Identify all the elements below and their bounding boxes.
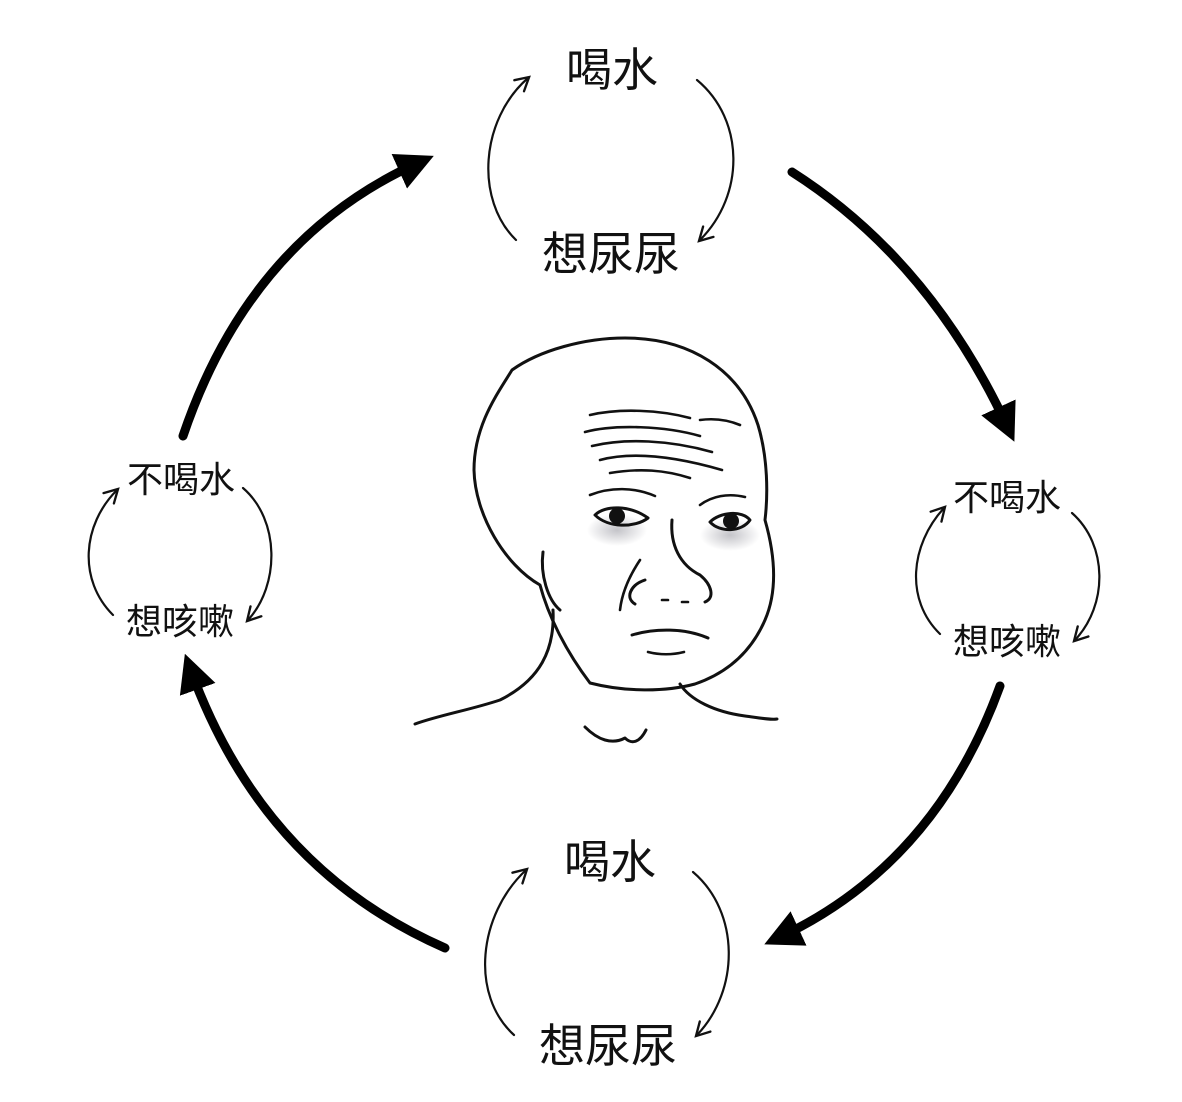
right-cycle-upper-label: 不喝水 — [953, 478, 1061, 519]
right-cycle: 不喝水 想咳嗽 — [914, 478, 1101, 663]
left-cycle: 不喝水 想咳嗽 — [87, 460, 273, 643]
left-cycle-arrow-down — [241, 486, 273, 623]
top-cycle-lower-label: 想尿尿 — [542, 227, 680, 281]
cycle-arrow-bottom-left — [179, 653, 450, 953]
top-cycle-arrow-down — [695, 78, 735, 243]
bottom-cycle-lower-label: 想尿尿 — [539, 1019, 677, 1073]
cycle-arrow-top-right — [787, 167, 1016, 442]
top-cycle-upper-label: 喝水 — [566, 43, 658, 97]
top-cycle-arrow-up — [487, 75, 531, 242]
right-cycle-arrow-up — [914, 505, 947, 636]
left-cycle-upper-label: 不喝水 — [127, 460, 235, 501]
cycle-arrow-left-top — [178, 154, 434, 441]
bottom-cycle: 喝水 想尿尿 — [484, 835, 730, 1073]
top-cycle: 喝水 想尿尿 — [487, 43, 735, 281]
bottom-cycle-upper-label: 喝水 — [564, 835, 656, 889]
right-cycle-arrow-down — [1070, 511, 1101, 643]
cycle-arrow-right-bottom — [764, 681, 1005, 946]
bottom-cycle-arrow-up — [484, 867, 529, 1037]
left-cycle-lower-label: 想咳嗽 — [126, 602, 234, 643]
right-cycle-lower-label: 想咳嗽 — [953, 622, 1061, 663]
worried-wojak-face-icon — [413, 336, 779, 744]
bottom-cycle-arrow-down — [691, 870, 730, 1038]
left-cycle-arrow-up — [87, 487, 120, 617]
